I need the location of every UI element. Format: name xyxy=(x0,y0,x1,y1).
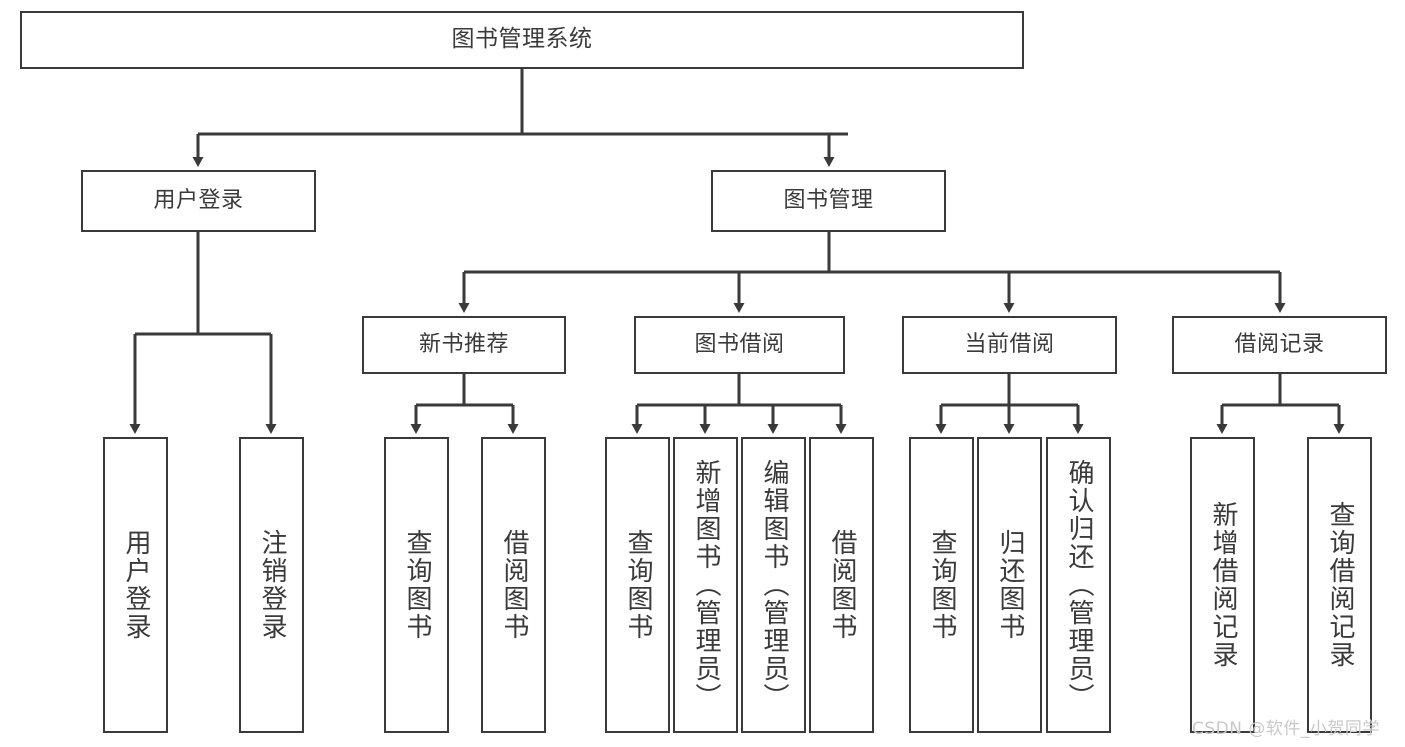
node-current-borrow-label: 当前借阅 xyxy=(964,331,1055,357)
node-leaf-newbook-query-book-label: 查询图书 xyxy=(402,529,433,641)
node-leaf-currentborrow-confirm-return-label: 确认归还（管理员） xyxy=(1064,459,1095,711)
node-leaf-bookborrow-edit-book[interactable]: 编辑图书（管理员） xyxy=(741,437,806,733)
node-leaf-bookborrow-borrow-book-label: 借阅图书 xyxy=(827,529,858,641)
node-leaf-currentborrow-return-book-label: 归还图书 xyxy=(995,529,1026,641)
node-book-manage[interactable]: 图书管理 xyxy=(711,170,946,232)
node-leaf-newbook-borrow-book[interactable]: 借阅图书 xyxy=(481,437,546,733)
node-leaf-currentborrow-return-book[interactable]: 归还图书 xyxy=(977,437,1042,733)
node-book-manage-label: 图书管理 xyxy=(783,187,874,213)
node-leaf-currentborrow-query-book[interactable]: 查询图书 xyxy=(909,437,974,733)
node-leaf-bookborrow-query-book-label: 查询图书 xyxy=(623,529,654,641)
node-leaf-bookborrow-add-book-label: 新增图书（管理员） xyxy=(691,459,722,711)
node-leaf-newbook-borrow-book-label: 借阅图书 xyxy=(499,529,530,641)
node-new-book-recommend[interactable]: 新书推荐 xyxy=(362,316,566,374)
node-borrow-record[interactable]: 借阅记录 xyxy=(1172,316,1387,374)
node-leaf-currentborrow-confirm-return[interactable]: 确认归还（管理员） xyxy=(1046,437,1111,733)
node-new-book-recommend-label: 新书推荐 xyxy=(418,331,509,357)
node-leaf-bookborrow-borrow-book[interactable]: 借阅图书 xyxy=(809,437,874,733)
node-leaf-bookborrow-add-book[interactable]: 新增图书（管理员） xyxy=(673,437,738,733)
csdn-watermark: CSDN @软件_小贺同学 xyxy=(1192,719,1380,739)
node-leaf-user-login-signin[interactable]: 用户登录 xyxy=(103,437,168,733)
node-user-login[interactable]: 用户登录 xyxy=(81,170,316,232)
node-root-system[interactable]: 图书管理系统 xyxy=(20,11,1024,69)
node-root-system-label: 图书管理系统 xyxy=(451,26,593,53)
node-book-borrow[interactable]: 图书借阅 xyxy=(634,316,845,374)
node-leaf-newbook-query-book[interactable]: 查询图书 xyxy=(384,437,449,733)
node-leaf-borrowrecord-add-record-label: 新增借阅记录 xyxy=(1208,501,1239,669)
node-leaf-borrowrecord-query-record-label: 查询借阅记录 xyxy=(1325,501,1356,669)
node-leaf-user-login-signout[interactable]: 注销登录 xyxy=(239,437,304,733)
node-leaf-borrowrecord-query-record[interactable]: 查询借阅记录 xyxy=(1307,437,1372,733)
node-user-login-label: 用户登录 xyxy=(153,187,244,213)
node-leaf-currentborrow-query-book-label: 查询图书 xyxy=(927,529,958,641)
node-leaf-bookborrow-edit-book-label: 编辑图书（管理员） xyxy=(759,459,790,711)
node-book-borrow-label: 图书借阅 xyxy=(694,331,785,357)
node-current-borrow[interactable]: 当前借阅 xyxy=(902,316,1117,374)
node-leaf-borrowrecord-add-record[interactable]: 新增借阅记录 xyxy=(1190,437,1255,733)
node-leaf-user-login-signin-label: 用户登录 xyxy=(121,529,152,641)
node-leaf-user-login-signout-label: 注销登录 xyxy=(257,529,288,641)
node-leaf-bookborrow-query-book[interactable]: 查询图书 xyxy=(605,437,670,733)
node-borrow-record-label: 借阅记录 xyxy=(1234,331,1325,357)
